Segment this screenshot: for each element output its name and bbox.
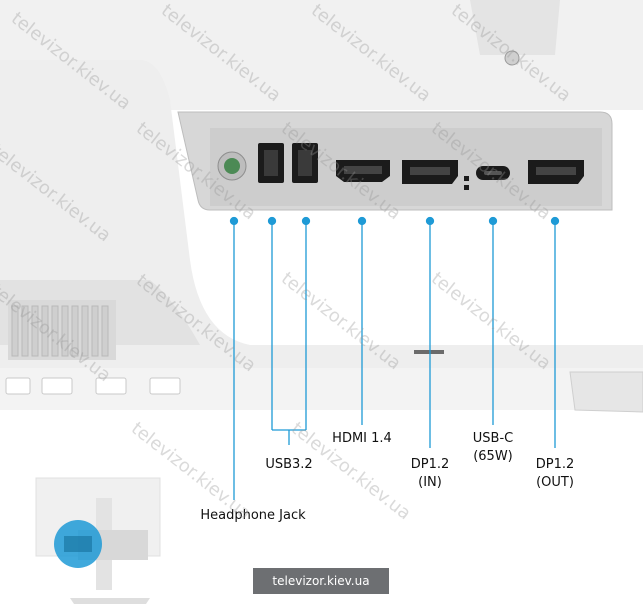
bezel-notch bbox=[414, 350, 444, 354]
label-usbc-line1: USB-C bbox=[472, 431, 514, 446]
label-dp-in-line2: (IN) bbox=[418, 475, 442, 490]
callout-lines bbox=[229, 216, 560, 500]
label-hdmi: HDMI 1.4 bbox=[332, 431, 392, 446]
label-dp-out-line2: (OUT) bbox=[536, 475, 574, 490]
headphone-jack bbox=[217, 151, 247, 181]
usbc-port bbox=[476, 166, 510, 180]
dp-in-port bbox=[402, 160, 458, 184]
label-usb32: USB3.2 bbox=[265, 457, 313, 472]
dp-out-port bbox=[528, 160, 584, 184]
usbc-small-markings bbox=[464, 176, 469, 190]
stand-base-edge bbox=[569, 371, 643, 413]
label-dp-in-line1: DP1.2 bbox=[410, 457, 450, 472]
bezel-slots bbox=[5, 377, 181, 395]
hdmi-port bbox=[336, 160, 390, 182]
stand-neck-top bbox=[470, 0, 560, 55]
label-usbc-line2: (65W) bbox=[473, 449, 513, 464]
inset-monitor-thumbnail bbox=[35, 477, 161, 604]
label-headphone-jack: Headphone Jack bbox=[200, 508, 306, 523]
usb-port-2 bbox=[292, 143, 318, 183]
usb-port-1 bbox=[258, 143, 284, 183]
site-badge: televizor.kiev.ua bbox=[253, 568, 389, 594]
vent-grille bbox=[8, 300, 116, 360]
label-dp-out-line1: DP1.2 bbox=[535, 457, 575, 472]
stand-screw bbox=[504, 50, 520, 66]
